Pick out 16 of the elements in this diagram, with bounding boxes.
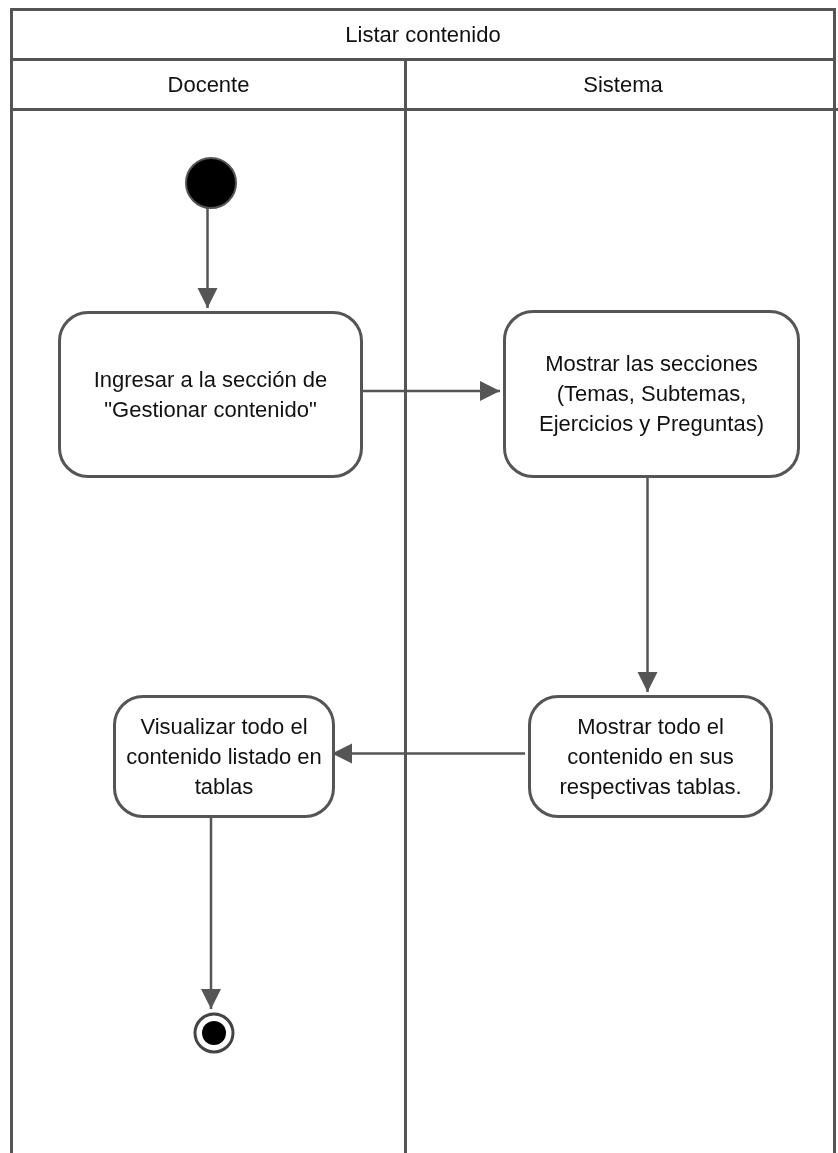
lane-header: Docente [13, 61, 404, 111]
action-box [528, 695, 773, 818]
action-text: Ingresar a la sección de "Gestionar contenido" [92, 365, 329, 424]
initial-node [185, 157, 237, 209]
action-text: Mostrar todo el contenido en sus respectivas tablas. [558, 712, 743, 801]
action-box [58, 311, 363, 478]
action-box [113, 695, 335, 818]
pool-title: Listar contenido [13, 11, 833, 61]
action-box [503, 310, 800, 478]
action-text: Visualizar todo el contenido listado en tablas [125, 712, 323, 801]
lane-header: Sistema [407, 61, 838, 111]
swimlane-pool [10, 8, 836, 1153]
swimlane-lane [13, 61, 407, 1153]
final-node [193, 1012, 235, 1054]
arrow [197, 206, 218, 308]
action-text: Mostrar las secciones (Temas, Subtemas, Ejercicios y Preguntas) [538, 350, 765, 438]
